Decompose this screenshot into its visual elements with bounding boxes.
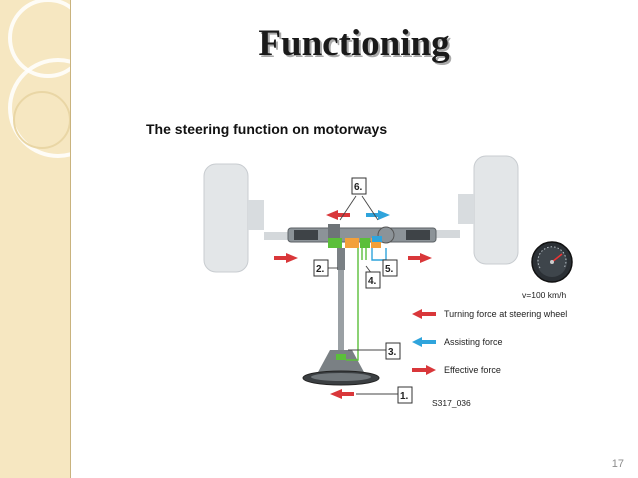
callout-2: 2. — [313, 259, 329, 277]
force-arrows — [274, 210, 432, 399]
decorative-sidebar — [0, 0, 71, 478]
callout-4-text: 4. — [368, 276, 377, 287]
callout-2-text: 2. — [316, 264, 325, 275]
right-wheel — [458, 155, 519, 265]
left-wheel — [203, 163, 264, 273]
legend: Turning force at steering wheel Assistin… — [412, 309, 567, 375]
assisting-force-arrow-top — [366, 210, 390, 220]
turning-force-arrow-top — [326, 210, 350, 220]
callout-6-text: 6. — [354, 182, 363, 193]
sidebar-circles-decoration — [8, 0, 70, 158]
legend-item-assisting-force: Assisting force — [412, 337, 503, 347]
pinion-assembly — [328, 236, 382, 248]
speedometer-icon — [531, 241, 573, 283]
control-lines — [371, 248, 387, 261]
sensor-lines — [346, 248, 367, 361]
legend-item-turning-force: Turning force at steering wheel — [412, 309, 567, 319]
turning-force-arrow-bottom — [330, 389, 354, 399]
callout-3-text: 3. — [388, 347, 397, 358]
legend-red-arrow-icon — [412, 309, 436, 319]
callout-5-text: 5. — [385, 264, 394, 275]
legend-blue-arrow-icon — [412, 337, 436, 347]
legend-item-effective-force: Effective force — [412, 365, 501, 375]
speed-label: v=100 km/h — [522, 290, 566, 300]
legend-label-effective-force: Effective force — [444, 365, 501, 375]
callout-4: 4. — [365, 271, 381, 289]
figure-code: S317_036 — [432, 398, 471, 408]
diagram-subtitle: The steering function on motorways — [146, 121, 388, 137]
steering-diagram: 6. 2. 4. 5. 3. 1. v=100 km/h Turning for… — [203, 155, 573, 408]
legend-effective-arrow-icon — [412, 365, 436, 375]
callout-1: 1. — [397, 386, 413, 404]
effective-force-arrow-left — [274, 253, 298, 263]
legend-label-turning-force: Turning force at steering wheel — [444, 309, 567, 319]
steering-column — [317, 248, 365, 374]
effective-force-arrow-right — [408, 253, 432, 263]
callout-6: 6. — [351, 177, 367, 195]
steering-wheel — [302, 370, 380, 386]
legend-label-assisting-force: Assisting force — [444, 337, 503, 347]
callout-3: 3. — [385, 342, 401, 360]
callout-5: 5. — [382, 259, 398, 277]
slide-title: Functioning — [258, 23, 450, 64]
callout-1-text: 1. — [400, 391, 409, 402]
page-number: 17 — [611, 458, 624, 470]
